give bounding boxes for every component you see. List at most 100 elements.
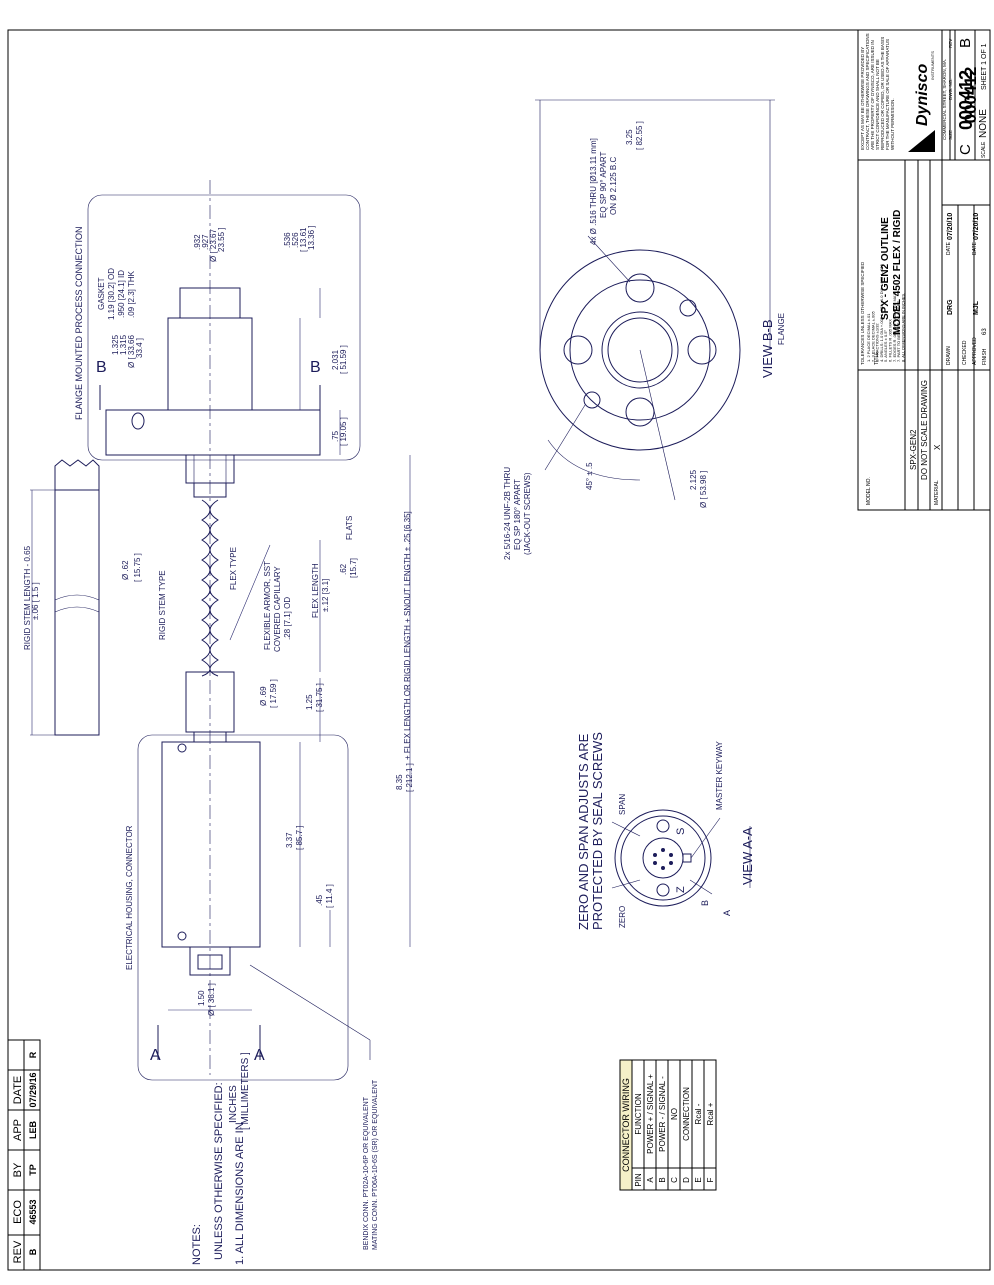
do-not-scale: DO NOT SCALE DRAWING <box>920 380 929 480</box>
approved-by: MJL <box>973 300 980 315</box>
dim-835: 8.35 <box>395 774 404 790</box>
label-bendix1: BENDIX CONN. PT02A-10-6P OR EQUIVALENT <box>363 1096 370 1250</box>
label-rigid-stem-type: RIGID STEM TYPE <box>158 570 167 640</box>
app-header: APP <box>12 1119 24 1141</box>
finish-value: 63 <box>982 328 988 335</box>
app-value: LEB <box>28 1120 38 1139</box>
rigid-stem <box>30 459 100 736</box>
flex-armor <box>201 499 219 677</box>
eco-value: 46553 <box>28 1199 38 1224</box>
dim-932: .932 <box>193 234 202 250</box>
dim-2031mm: [ 51.59 ] <box>339 345 348 374</box>
company-name: Dynisco <box>914 64 931 126</box>
label-gasket-od: 1.19 [30.2] OD <box>107 268 116 320</box>
tolerance-item: 7. EDGES R .005 OR CHAMFER MAX <box>892 293 897 362</box>
label-gasket-id: .950 [24.1] ID <box>117 270 126 318</box>
rev-value: B <box>28 1248 38 1255</box>
date-value: 07/29/16 <box>28 1072 38 1107</box>
label-rigid-stem-length: RIGID STEM LENGTH - 0.65 <box>23 545 32 650</box>
view-bb-title: VIEW B-B <box>760 319 775 378</box>
dim-62bmm: [15.7] <box>349 558 358 578</box>
tol-title: TOLERANCES UNLESS OTHERWISE SPECIFIED <box>860 261 865 365</box>
wiring-function: NO <box>670 1108 679 1120</box>
label-flex-tol: ±.12 [3.1] <box>321 579 330 612</box>
section-a-left: A <box>150 1047 161 1064</box>
wiring-pin: A <box>646 1177 655 1183</box>
label-zero: ZERO <box>618 906 627 928</box>
dim-2031: 2.031 <box>331 349 340 370</box>
view-b-b: 3.25 [ 82.55 ] 4x Ø .516 THRU [Ø13.11 mm… <box>503 99 786 560</box>
label-flange: FLANGE <box>777 313 786 345</box>
dim-150: 1.50 <box>197 990 206 1006</box>
label-unf1: 2x 5/16-24 UNF-2B THRU <box>503 467 512 560</box>
side-labels: FLANGE MOUNTED PROCESS CONNECTION GASKET… <box>23 226 414 1250</box>
disclaimer-6: WITHOUT PERMISSION. <box>890 98 895 150</box>
label-rigid-stem-tol: ±.06 [ 1.5 ] <box>31 582 40 620</box>
label-unf3: (JACK-OUT SCREWS) <box>523 472 532 555</box>
dim-2125: 2.125 <box>689 469 698 490</box>
label-flex-armor3: .28 [7.1] OD <box>283 597 292 640</box>
dim-526mm: 13.36 ] <box>307 226 316 250</box>
dim-536mm: [ 13.61 <box>299 227 308 252</box>
zero-span-line2: PROTECTED BY SEAL SCREWS <box>590 732 605 930</box>
dim-337mm: [ 85.7 ] <box>295 826 304 850</box>
dim-125: 1.25 <box>305 694 314 710</box>
dim-325mm: [ 82.55 ] <box>635 121 644 150</box>
size-label: SIZE <box>948 130 953 140</box>
dim-125mm: [ 31.75 ] <box>315 683 324 712</box>
dim-835mm: [ 212.1 ] <box>405 763 414 792</box>
dim-69mm: [ 17.59 ] <box>269 679 278 708</box>
wiring-title: CONNECTOR WIRING <box>621 1078 631 1172</box>
wiring-pin: F <box>706 1177 715 1182</box>
tolerance-item: 3. FRACTIONS ±1/32 <box>875 323 880 362</box>
label-thru2: EQ SP 90° APART <box>599 152 608 218</box>
wiring-function: Rcal + <box>706 1102 715 1125</box>
scale-value: NONE <box>978 109 989 138</box>
sheet-value: SHEET 1 OF 1 <box>981 43 988 90</box>
tolerance-item: 5. ANGLES ± 0.5° <box>883 330 888 362</box>
connector-wiring-table: CONNECTOR WIRING PIN FUNCTION A POWER + /… <box>619 1059 717 1191</box>
label-thru1: 4x Ø .516 THRU [Ø13.11 mm] <box>589 138 598 245</box>
wiring-pin: D <box>682 1177 691 1183</box>
material-value: X <box>933 444 942 450</box>
dim-325: 3.25 <box>625 129 634 145</box>
rev-header: REV <box>12 1240 24 1263</box>
size-value: C <box>957 144 974 155</box>
disclaimer-1: CONTRACT, THESE DRAWINGS AND SPECIFICATI… <box>865 33 870 150</box>
scale-label: SCALE <box>981 141 987 158</box>
disclaimer-3: STRICT CONFIDENCE AND SHALL NOT BE <box>875 59 880 150</box>
dim-1325: 1.325 <box>111 334 120 355</box>
dim-45mm: [ 11.4 ] <box>325 884 334 908</box>
dynisco-logo: Dynisco INSTRUMENTS <box>908 51 935 152</box>
dwg-no-label: DWG. NO. <box>948 79 953 101</box>
label-bendix2: MATING CONN. PT06A-10-6S (SR) OR EQUIVAL… <box>372 1079 379 1250</box>
wiring-function: CONNECTION <box>682 1087 691 1141</box>
label-flex-type: FLEX TYPE <box>229 547 238 590</box>
dim-536: .536 <box>283 232 292 248</box>
tolerance-item: 2. 3 PLACE DECIMAL ±.005 <box>870 310 875 362</box>
dim-2125mm: Ø [ 53.98 ] <box>699 471 708 508</box>
wiring-function: Rcal - <box>694 1103 703 1124</box>
label-gasket-thk: .09 [2.3] THK <box>127 270 136 318</box>
dim-69: Ø .69 <box>259 686 268 706</box>
title-line2: MODEL 4502 FLEX / RIGID <box>892 210 903 335</box>
tolerance-item: 6. FILLETS R .005 MAX <box>888 319 893 362</box>
dim-62b: .62 <box>339 563 348 575</box>
tolerance-item: 4. DRILLS: 1.0 DIA +.005 / -.002 >1.0 DI… <box>879 263 884 362</box>
disclaimer-0: EXCEPT AS MAY BE OTHERWISE PROVIDED BY <box>860 47 865 150</box>
label-span: SPAN <box>618 794 627 815</box>
notes: NOTES: UNLESS OTHERWISE SPECIFIED: 1. AL… <box>191 1052 251 1265</box>
wiring-header-pin: PIN <box>634 1173 643 1187</box>
tolerance-item: 1. 2 PLACE DECIMAL ±.01 <box>866 313 871 362</box>
notes-units1: INCHES <box>228 1085 239 1123</box>
wiring-header-function: FUNCTION <box>634 1093 643 1135</box>
wiring-function: POWER + / SIGNAL + <box>646 1074 655 1154</box>
revision-block: REV ECO BY APP DATE B 46553 TP LEB 07/29… <box>7 1039 41 1271</box>
dim-75: .75 <box>331 430 340 442</box>
rev-label: REV <box>948 39 953 48</box>
wiring-function: POWER - / SIGNAL - <box>658 1076 667 1152</box>
dim-1315mm: 33.4 ] <box>135 338 144 358</box>
section-b-right: B <box>310 359 321 376</box>
